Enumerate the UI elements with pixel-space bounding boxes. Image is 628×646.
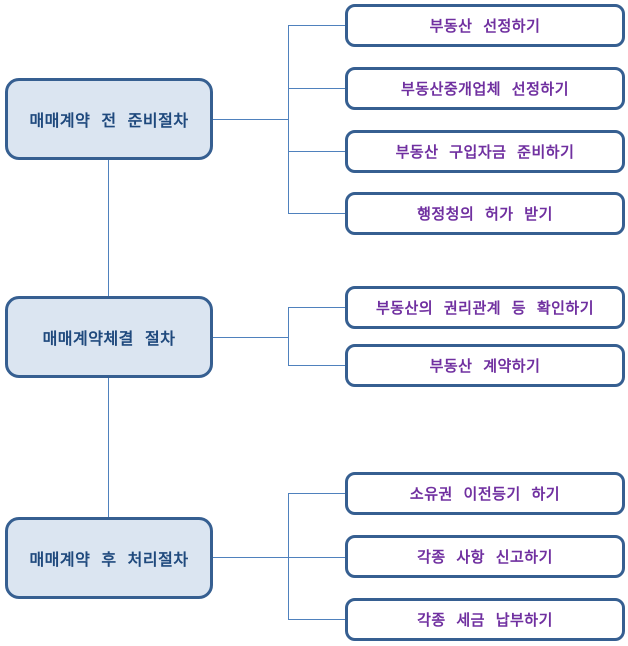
- step-node-select-agency: 부동산중개업체 선정하기: [345, 67, 625, 110]
- stub-group1-child2: [288, 88, 345, 89]
- stub-group2-child1: [288, 307, 345, 308]
- stub-group1-child1: [288, 25, 345, 26]
- stub-group1-child3: [288, 151, 345, 152]
- stub-group2-child2: [288, 365, 345, 366]
- step-node-transfer-registration: 소유권 이전등기 하기: [345, 472, 625, 515]
- step-node-prepare-funds: 부동산 구입자금 준비하기: [345, 130, 625, 173]
- connector-stage1-spine: [213, 119, 288, 120]
- step-node-get-permission: 행정청의 허가 받기: [345, 192, 625, 235]
- connector-stage3-spine: [213, 557, 288, 558]
- spine-group1: [288, 25, 289, 214]
- step-node-pay-taxes: 각종 세금 납부하기: [345, 598, 625, 641]
- stub-group1-child4: [288, 213, 345, 214]
- stub-group3-child3: [288, 619, 345, 620]
- stub-group3-child2: [288, 557, 345, 558]
- spine-group3: [288, 493, 289, 620]
- connector-stage1-stage2: [108, 160, 109, 296]
- step-node-check-rights: 부동산의 권리관계 등 확인하기: [345, 286, 625, 329]
- stage-node-contract-signing: 매매계약체결 절차: [5, 296, 213, 378]
- stub-group3-child1: [288, 493, 345, 494]
- stage-node-post-contract: 매매계약 후 처리절차: [5, 517, 213, 599]
- stage-node-pre-contract: 매매계약 전 준비절차: [5, 78, 213, 160]
- step-node-report-matters: 각종 사항 신고하기: [345, 535, 625, 578]
- connector-stage2-stage3: [108, 378, 109, 517]
- connector-stage2-spine: [213, 337, 288, 338]
- step-node-select-property: 부동산 선정하기: [345, 4, 625, 47]
- spine-group2: [288, 307, 289, 366]
- step-node-make-contract: 부동산 계약하기: [345, 344, 625, 387]
